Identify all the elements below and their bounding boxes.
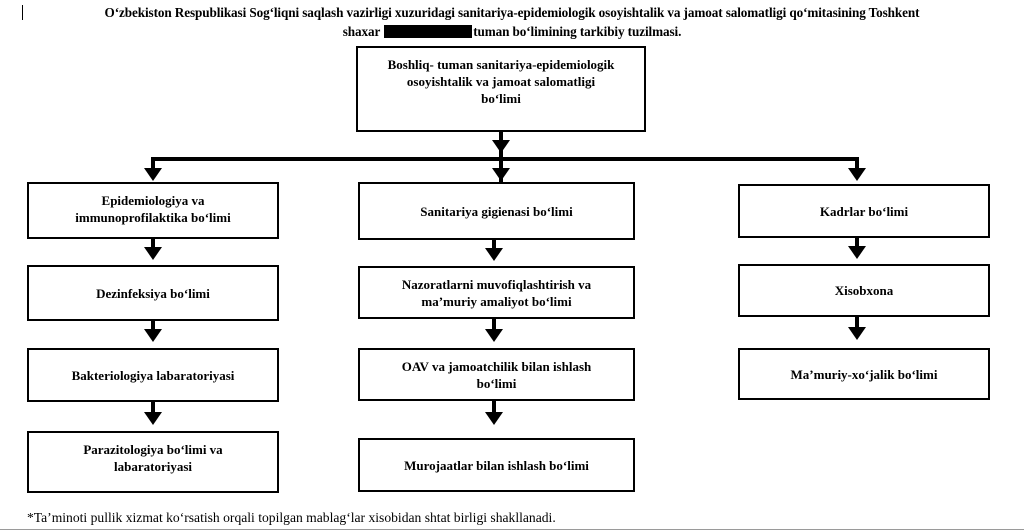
node-left-1[interactable]: Epidemiologiya va immunoprofilaktika bo‘… [27,182,279,239]
connector-middle-2-to-3 [492,319,496,337]
node-left-4[interactable]: Parazitologiya bo‘limi va labaratoriyasi [27,431,279,493]
text-cursor-caret [22,5,23,20]
arrowhead-right-2-to-3 [848,327,866,340]
node-left-3-label: Bakteriologiya labaratoriyasi [71,367,235,383]
page-title-line-2: shaxar tuman bo‘limining tarkibiy tuzilm… [22,22,1002,41]
node-middle-2[interactable]: Nazoratlarni muvofiqlashtirish va ma’mur… [358,266,635,319]
connector-left-3-to-4 [151,402,155,420]
arrowhead-left-3-to-4 [144,412,162,425]
arrowhead-root-stem [492,140,510,153]
page-title: O‘zbekiston Respublikasi Sog‘liqni saqla… [22,3,1002,41]
node-middle-3[interactable]: OAV va jamoatchilik bilan ishlash bo‘lim… [358,348,635,401]
arrowhead-right-1-to-2 [848,246,866,259]
node-right-2-label: Xisobxona [834,283,894,298]
node-right-1[interactable]: Kadrlar bo‘limi [738,184,990,238]
node-left-2[interactable]: Dezinfeksiya bo‘limi [27,265,279,321]
page-title-line-2-prefix: shaxar [342,24,384,39]
arrowhead-left-1-to-2 [144,247,162,260]
page-title-line-1: O‘zbekiston Respublikasi Sog‘liqni saqla… [104,5,920,20]
arrowhead-middle-1-to-2 [485,248,503,261]
node-root[interactable]: Boshliq- tuman sanitariya-epidemiologik … [356,46,646,132]
node-right-3-label: Ma’muriy-xo‘jalik bo‘limi [790,366,938,382]
connector-right-2-to-3 [855,317,859,335]
node-left-2-label: Dezinfeksiya bo‘limi [96,285,210,301]
node-middle-4-label: Murojaatlar bilan ishlash bo‘limi [404,457,589,473]
arrowhead-middle-3-to-4 [485,412,503,425]
page-title-line-2-suffix: tuman bo‘limining tarkibiy tuzilmasi. [473,24,682,39]
redacted-text-block [384,25,473,38]
node-middle-4[interactable]: Murojaatlar bilan ishlash bo‘limi [358,438,635,492]
node-right-3[interactable]: Ma’muriy-xo‘jalik bo‘limi [738,348,990,400]
node-root-label: Boshliq- tuman sanitariya-epidemiologik … [387,57,615,106]
node-middle-1-label: Sanitariya gigienasi bo‘limi [420,203,573,219]
arrowhead-middle-branch [492,168,510,181]
connector-middle-3-to-4 [492,401,496,421]
node-left-3[interactable]: Bakteriologiya labaratoriyasi [27,348,279,402]
arrowhead-middle-2-to-3 [485,329,503,342]
node-left-1-label: Epidemiologiya va immunoprofilaktika bo‘… [75,193,231,225]
arrowhead-right-branch [848,168,866,181]
bottom-divider [0,529,1024,530]
arrowhead-left-2-to-3 [144,329,162,342]
node-right-2[interactable]: Xisobxona [738,264,990,317]
footnote-text: *Ta’minoti pullik xizmat ko‘rsatish orqa… [27,510,556,525]
node-middle-3-label: OAV va jamoatchilik bilan ishlash bo‘lim… [401,359,592,391]
connector-drop-left [151,157,155,177]
node-middle-1[interactable]: Sanitariya gigienasi bo‘limi [358,182,635,240]
connector-horizontal-bus [151,157,859,161]
arrowhead-left-branch [144,168,162,181]
connector-drop-right [855,157,859,177]
node-middle-2-label: Nazoratlarni muvofiqlashtirish va ma’mur… [401,277,592,309]
node-left-4-label: Parazitologiya bo‘limi va labaratoriyasi [83,442,223,474]
node-right-1-label: Kadrlar bo‘limi [819,203,909,219]
